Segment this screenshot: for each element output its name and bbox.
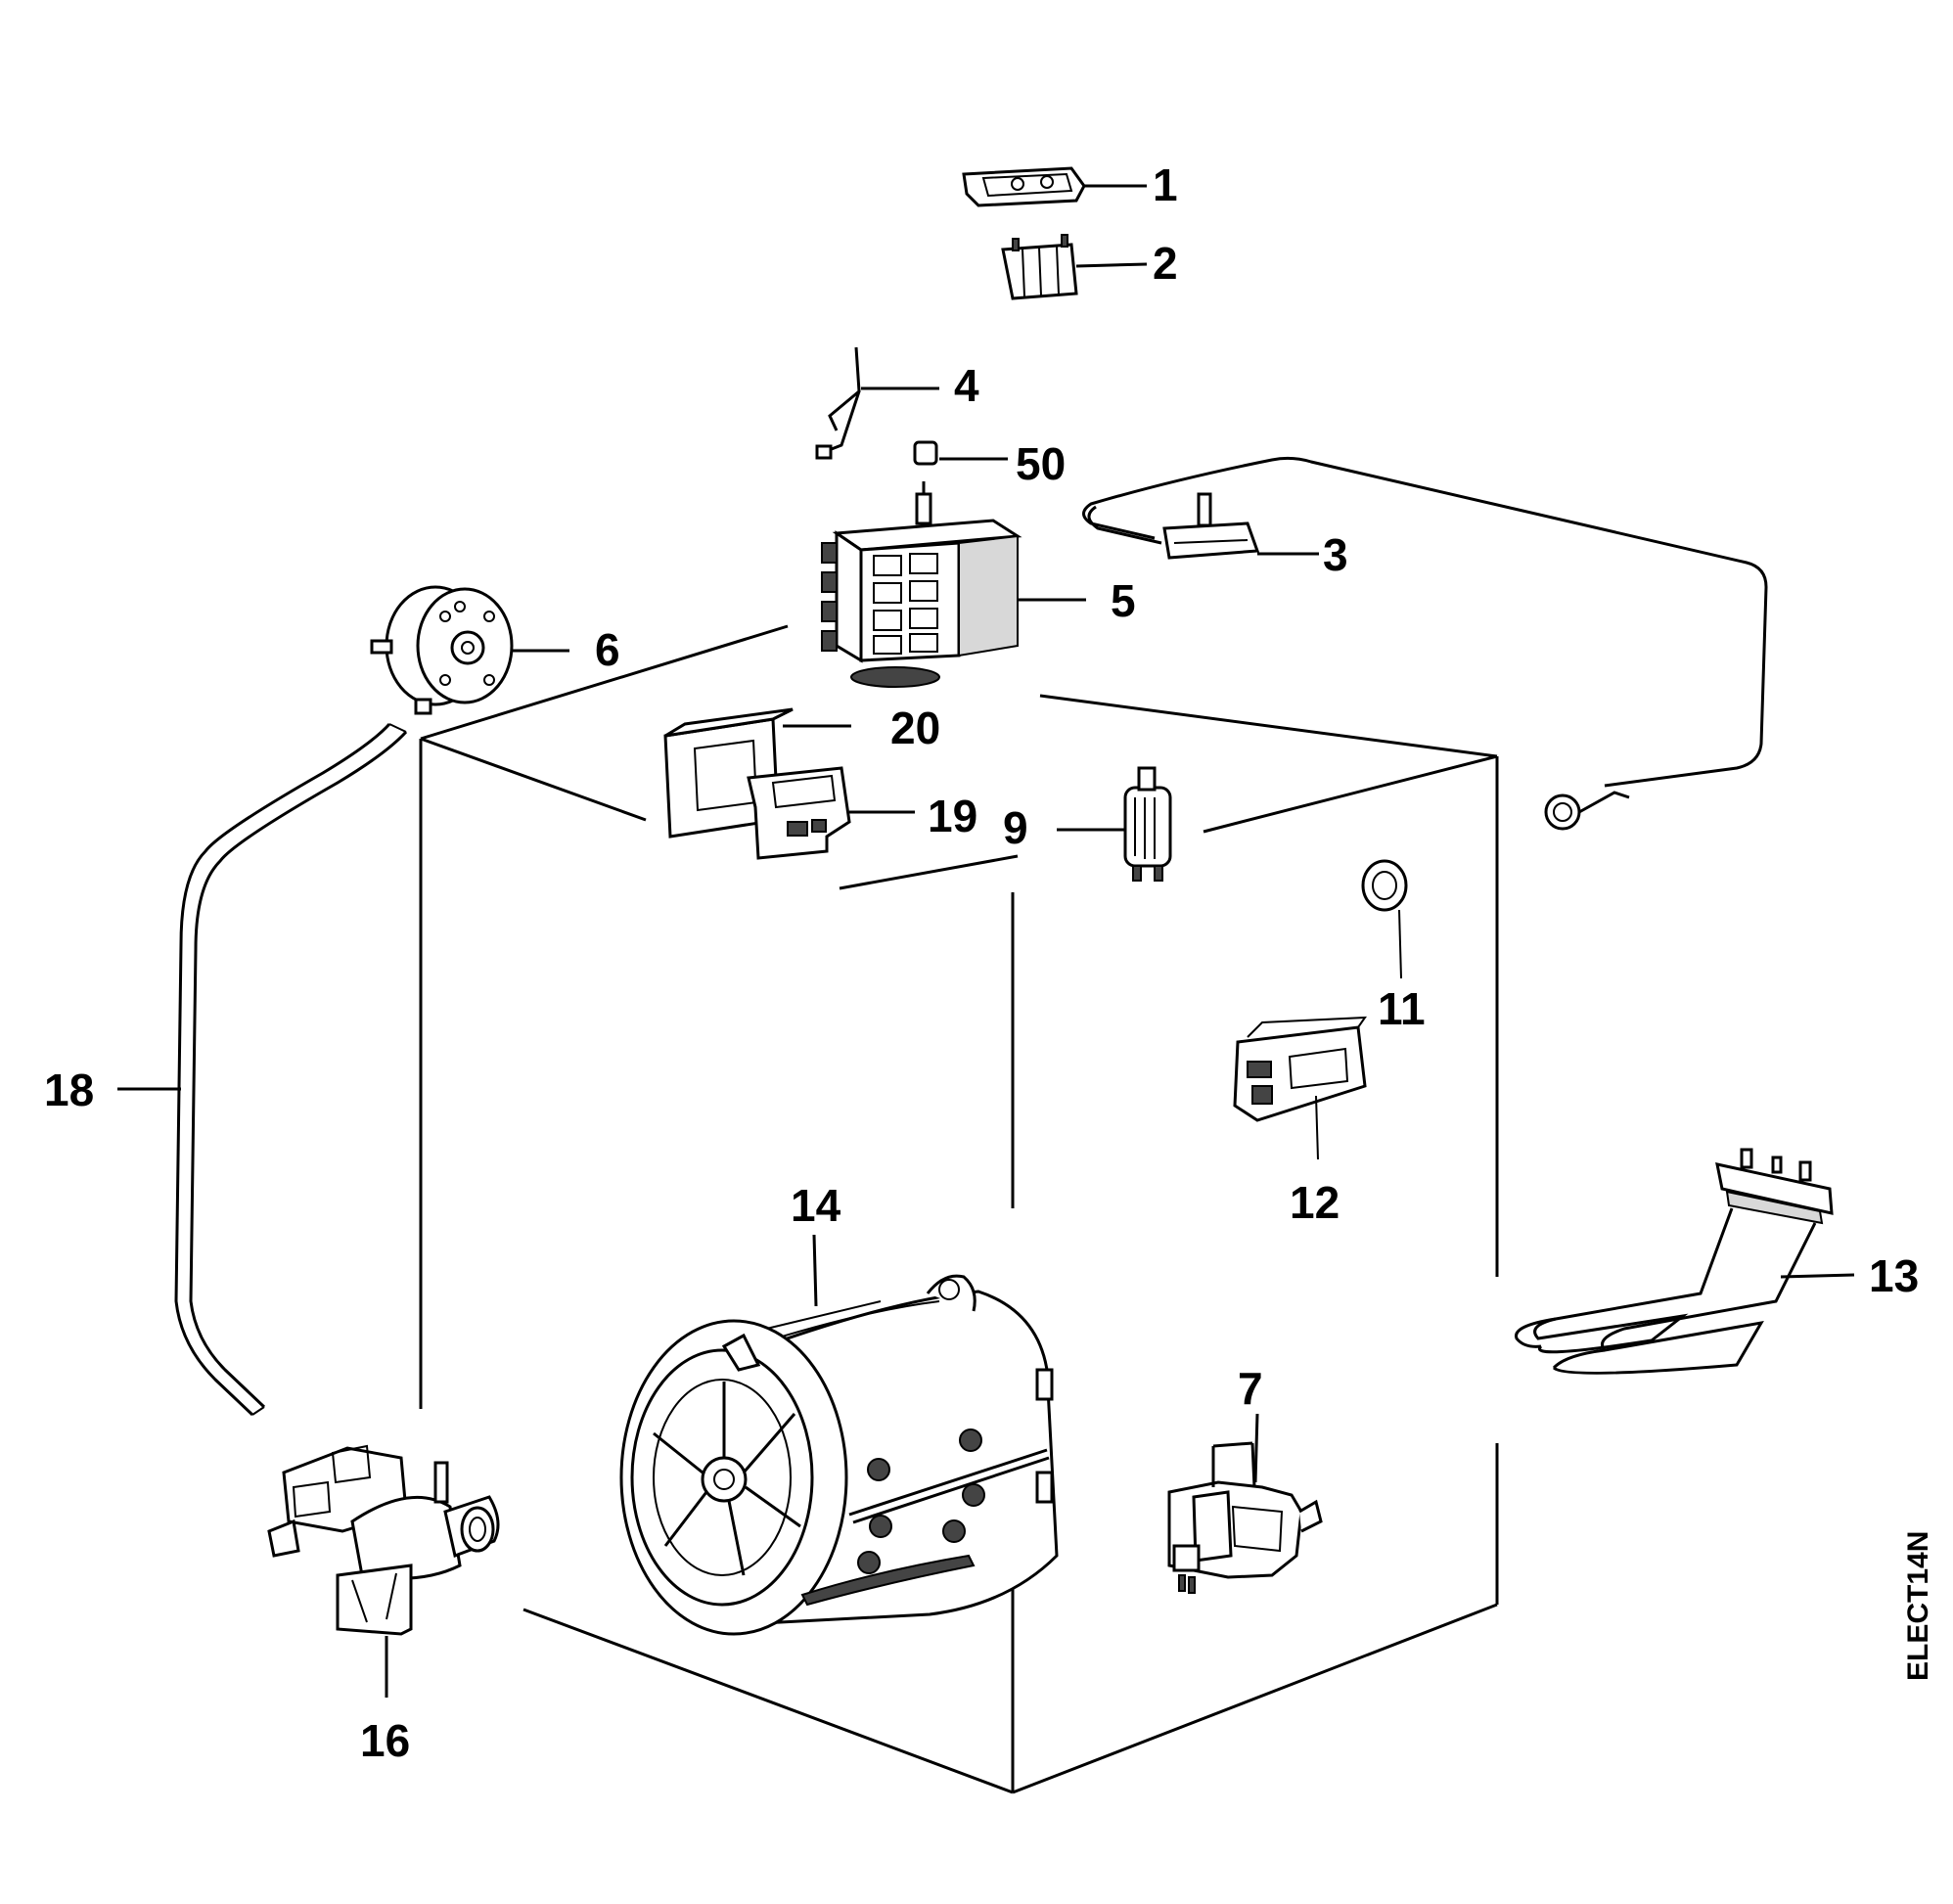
label-part-12: 12 [1290, 1177, 1340, 1228]
label-part-50: 50 [1016, 438, 1066, 489]
part-labels: 1 2 3 4 5 6 7 9 11 12 13 14 16 18 19 20 … [44, 159, 1919, 1766]
part-3-thermostat [1082, 456, 1768, 831]
label-part-7: 7 [1238, 1363, 1263, 1414]
part-18-hose [117, 722, 408, 1417]
label-part-2: 2 [1153, 238, 1178, 289]
part-6-motor-disc [370, 585, 569, 715]
part-20-box [663, 707, 851, 839]
part-4-wire [815, 346, 939, 460]
part-5-programmer [821, 481, 1086, 688]
label-part-5: 5 [1111, 575, 1136, 626]
part-12-door-switch [1233, 1016, 1367, 1160]
label-part-18: 18 [44, 1065, 94, 1115]
label-part-6: 6 [595, 624, 620, 675]
part-14-motor [619, 1234, 1059, 1636]
label-part-16: 16 [360, 1715, 410, 1766]
label-part-3: 3 [1323, 529, 1348, 580]
label-part-14: 14 [791, 1180, 841, 1231]
part-19-filter [747, 766, 915, 860]
part-11-ring [1361, 859, 1408, 979]
label-part-9: 9 [1003, 802, 1028, 853]
label-part-1: 1 [1153, 159, 1178, 210]
label-part-11: 11 [1378, 983, 1426, 1034]
part-13-heater [1515, 1148, 1855, 1375]
part-50-cap [913, 440, 1008, 466]
part-16-pump [267, 1444, 500, 1698]
part-7-valve [1167, 1413, 1323, 1594]
label-part-4: 4 [954, 360, 979, 411]
part-9-capacitor [1057, 766, 1172, 882]
drawing-code: ELECT14N [1902, 1531, 1934, 1681]
part-1-knob-plate [962, 166, 1147, 207]
label-part-19: 19 [928, 791, 977, 841]
label-part-20: 20 [890, 703, 940, 753]
label-part-13: 13 [1869, 1250, 1919, 1301]
part-2-switch [1001, 234, 1148, 300]
cabinet-outline [419, 624, 1499, 1794]
